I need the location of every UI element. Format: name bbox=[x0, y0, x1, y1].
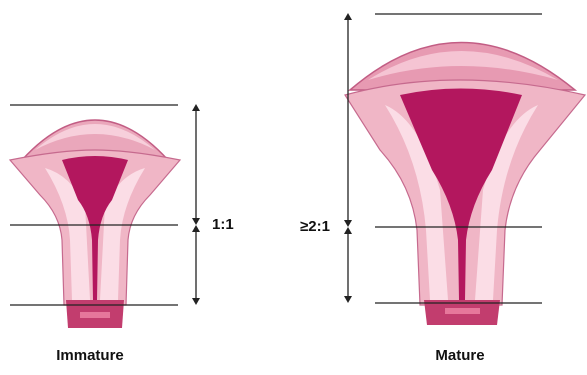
mature-os bbox=[445, 308, 480, 314]
mature-lower-arrow-bottom bbox=[344, 296, 352, 303]
immature-upper-arrow-top bbox=[192, 104, 200, 111]
immature-lower-arrow-top bbox=[192, 225, 200, 232]
mature-lower-arrow-top bbox=[344, 227, 352, 234]
immature-caption: Immature bbox=[35, 347, 145, 364]
mature-upper-arrow-top bbox=[344, 13, 352, 20]
mature-upper-arrow-bottom bbox=[344, 220, 352, 227]
immature-uterus bbox=[10, 104, 200, 328]
immature-lower-arrow-bottom bbox=[192, 298, 200, 305]
mature-ratio-label: ≥2:1 bbox=[300, 218, 330, 235]
mature-uterus bbox=[344, 13, 585, 325]
immature-os bbox=[80, 312, 110, 318]
immature-upper-arrow-bottom bbox=[192, 218, 200, 225]
mature-caption: Mature bbox=[405, 347, 515, 364]
immature-ratio-label: 1:1 bbox=[212, 216, 234, 233]
